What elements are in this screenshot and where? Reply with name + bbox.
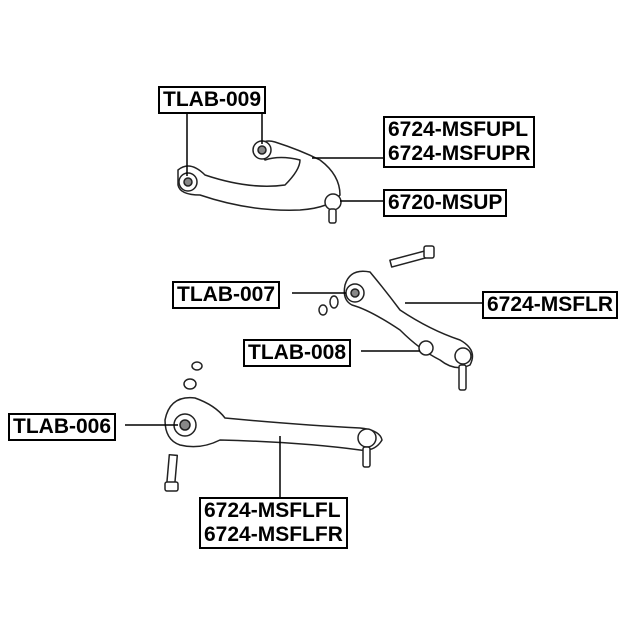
part-number: 6724-MSFLFR bbox=[204, 523, 343, 546]
label-6720-msup: 6720-MSUP bbox=[383, 189, 508, 217]
label-tlab-009: TLAB-009 bbox=[158, 86, 267, 114]
part-number: 6724-MSFLR bbox=[487, 293, 614, 316]
label-6724-msflr: 6724-MSFLR bbox=[482, 291, 619, 319]
part-number: 6720-MSUP bbox=[388, 191, 503, 214]
label-tlab-007: TLAB-007 bbox=[172, 281, 281, 309]
upper-ball-joint bbox=[324, 193, 342, 211]
part-number: TLAB-006 bbox=[13, 415, 112, 438]
label-6724-msfupl-msfupr: 6724-MSFUPL 6724-MSFUPR bbox=[383, 116, 536, 168]
leader-lines bbox=[125, 111, 482, 497]
part-number: 6724-MSFLFL bbox=[204, 499, 341, 522]
part-number: 6724-MSFUPR bbox=[388, 142, 531, 165]
part-number: TLAB-008 bbox=[248, 341, 347, 364]
upper-control-arm bbox=[177, 140, 341, 211]
part-number: 6724-MSFUPL bbox=[388, 118, 529, 141]
label-tlab-006: TLAB-006 bbox=[8, 413, 117, 441]
tlab-008-bushing bbox=[418, 340, 434, 356]
part-number: TLAB-009 bbox=[163, 88, 262, 111]
label-6724-msflfl-msflfr: 6724-MSFLFL 6724-MSFLFR bbox=[199, 497, 348, 549]
lower-rear-arm bbox=[343, 270, 474, 369]
lower-front-arm bbox=[164, 396, 383, 452]
bolt-front bbox=[165, 453, 179, 487]
label-tlab-008: TLAB-008 bbox=[243, 339, 352, 367]
part-number: TLAB-007 bbox=[177, 283, 276, 306]
